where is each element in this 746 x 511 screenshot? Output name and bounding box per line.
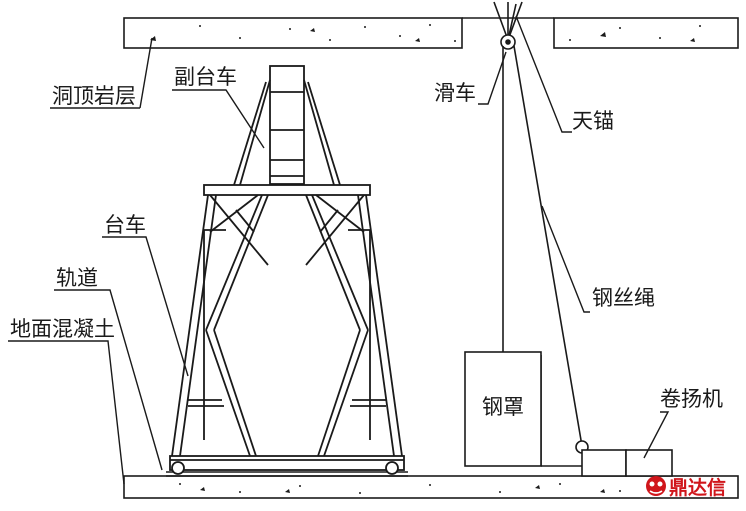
label-winch: 卷扬机 <box>660 387 723 411</box>
watermark-logo: 鼎达信 <box>646 476 726 499</box>
rail <box>166 471 408 477</box>
sub-carriage <box>233 65 341 186</box>
label-steel-cover: 钢罩 <box>482 395 524 419</box>
label-anchor: 天锚 <box>572 109 614 133</box>
main-carriage <box>169 184 405 475</box>
label-roof-rock: 洞顶岩层 <box>52 84 136 108</box>
watermark-text: 鼎达信 <box>669 476 726 499</box>
label-ground-concrete: 地面混凝土 <box>10 317 115 341</box>
label-rail: 轨道 <box>56 266 98 290</box>
roof-rock-layer <box>123 17 739 49</box>
ground-concrete-slab <box>123 475 739 499</box>
labels: 洞顶岩层 副台车 滑车 天锚 台车 轨道 地面混凝土 钢丝绳 钢罩 卷扬机 <box>10 65 723 419</box>
leader-lines <box>8 15 670 485</box>
steel-cover <box>464 351 542 467</box>
label-pulley: 滑车 <box>434 81 476 105</box>
label-sub-carriage: 副台车 <box>174 65 237 89</box>
watermark-icon <box>646 476 666 496</box>
label-carriage: 台车 <box>104 213 146 237</box>
winch <box>581 449 673 477</box>
label-wire-rope: 钢丝绳 <box>592 286 655 310</box>
